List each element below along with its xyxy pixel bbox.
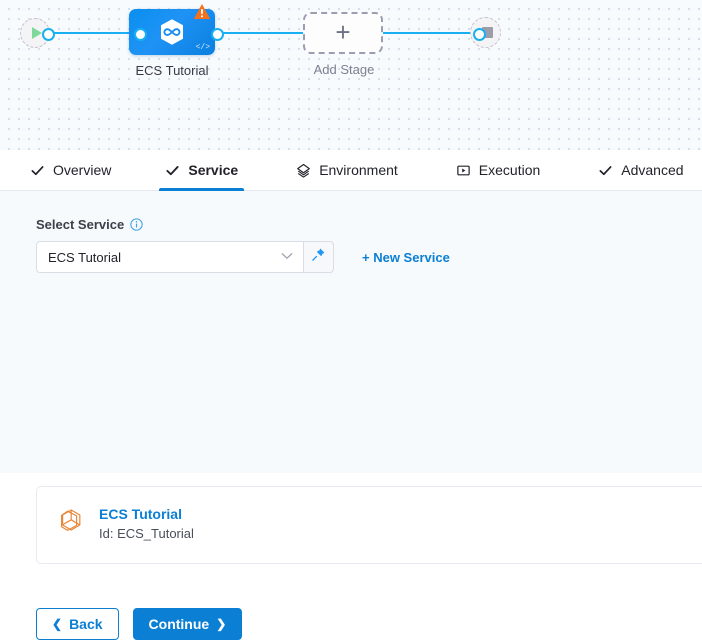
tab-service[interactable]: Service (149, 150, 254, 191)
hexagon-infinity-icon (161, 19, 183, 45)
plus-icon: + (335, 16, 351, 47)
service-select-value: ECS Tutorial (48, 249, 121, 265)
edge-add-to-end (382, 32, 478, 34)
port-stage-output[interactable] (211, 28, 224, 41)
service-card-subtitle: Id: ECS_Tutorial (99, 526, 194, 541)
service-card-title[interactable]: ECS Tutorial (99, 506, 182, 522)
check-icon (165, 163, 180, 178)
service-step-content: Select Service ECS Tutorial + New S (0, 191, 702, 640)
step-tab-bar: Overview Service Environment Execution (0, 150, 702, 191)
tab-advanced-label: Advanced (621, 162, 684, 178)
chevron-down-icon (281, 252, 293, 263)
tab-overview-label: Overview (53, 162, 112, 178)
tab-advanced[interactable]: Advanced (582, 150, 699, 190)
edge-start-to-stage (44, 32, 140, 34)
pin-service-button[interactable] (304, 241, 334, 273)
play-icon (31, 27, 42, 39)
warning-triangle-icon (193, 4, 211, 19)
tab-execution[interactable]: Execution (440, 150, 556, 190)
back-button-label: Back (69, 616, 103, 632)
continue-button[interactable]: Continue ❯ (132, 608, 243, 640)
play-box-icon (456, 163, 471, 178)
select-service-label-row: Select Service (36, 217, 702, 232)
chevron-right-icon: ❯ (216, 617, 227, 631)
edge-stage-to-add (216, 32, 306, 34)
service-card-text: ECS Tutorial Id: ECS_Tutorial (99, 505, 194, 543)
footer-button-row: ❮ Back Continue ❯ (36, 608, 243, 640)
port-start-output[interactable] (42, 28, 55, 41)
select-service-label: Select Service (36, 217, 125, 232)
code-brackets-icon: </> (195, 43, 210, 52)
tab-environment[interactable]: Environment (280, 150, 414, 190)
tab-execution-label: Execution (478, 162, 541, 178)
back-button[interactable]: ❮ Back (36, 608, 119, 640)
continue-button-label: Continue (148, 616, 210, 632)
tab-service-label: Service (188, 162, 239, 178)
new-service-link[interactable]: + New Service (362, 249, 450, 265)
port-end-input[interactable] (473, 28, 486, 41)
chevron-left-icon: ❮ (52, 617, 63, 631)
stop-square-icon (482, 27, 493, 38)
service-select-dropdown[interactable]: ECS Tutorial (36, 241, 304, 273)
tab-overview[interactable]: Overview (14, 150, 127, 190)
layers-diamond-icon (296, 163, 311, 178)
service-card[interactable]: ECS Tutorial Id: ECS_Tutorial (36, 486, 702, 564)
info-icon[interactable] (130, 218, 143, 231)
port-stage-input[interactable] (134, 28, 147, 41)
stage-node-label: ECS Tutorial (135, 63, 209, 78)
add-stage-node[interactable]: + (303, 12, 383, 54)
tab-environment-label: Environment (319, 162, 398, 178)
check-icon (30, 163, 45, 178)
pipeline-canvas[interactable]: </> ECS Tutorial + Add Stage (0, 0, 702, 150)
pin-icon (311, 247, 326, 267)
check-icon (598, 163, 613, 178)
add-stage-label: Add Stage (313, 62, 375, 77)
service-select-row: ECS Tutorial + New Service (36, 241, 702, 273)
cube-hexagon-icon (61, 509, 81, 531)
